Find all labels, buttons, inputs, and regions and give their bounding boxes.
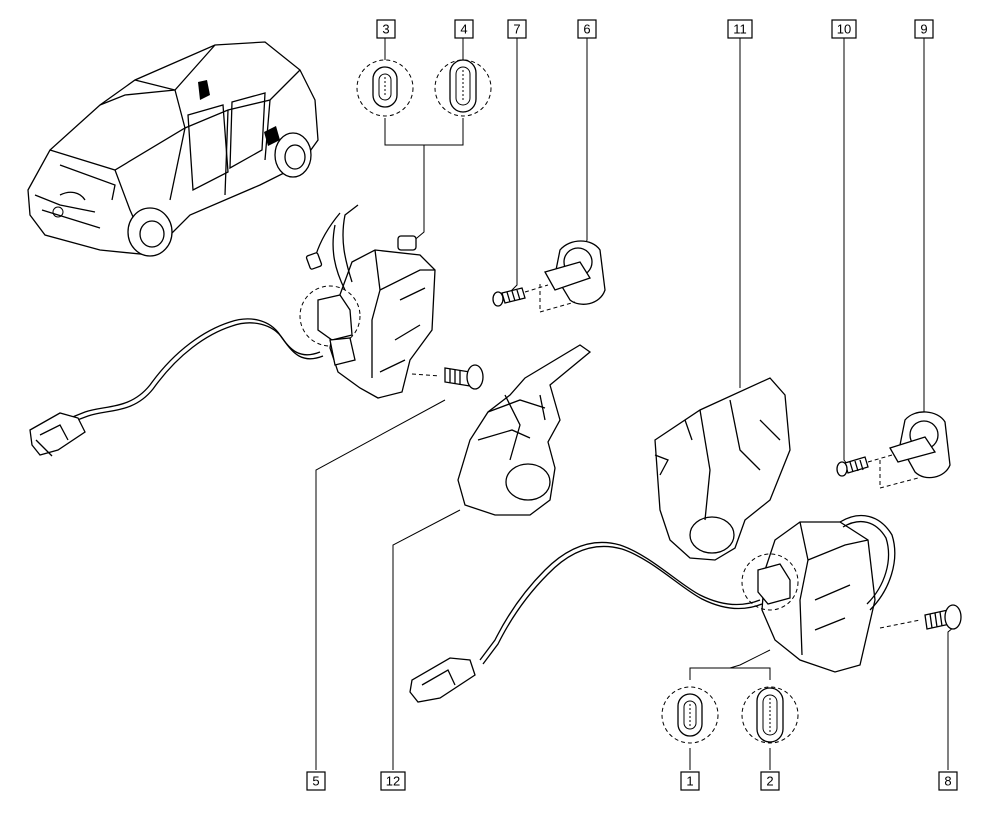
callout-3-label: 3 <box>382 22 389 37</box>
callout-10: 10 <box>831 19 857 39</box>
callout-5-label: 5 <box>312 774 319 789</box>
screw-7 <box>492 284 549 307</box>
striker-6 <box>539 240 606 313</box>
screw-5 <box>411 364 484 390</box>
callout-9-label: 9 <box>920 22 927 37</box>
callout-11-label: 11 <box>733 22 747 37</box>
connector-detail-4 <box>434 59 492 117</box>
striker-9 <box>879 411 951 489</box>
callout-4-label: 4 <box>460 22 467 37</box>
screw-10 <box>836 454 893 477</box>
callout-7: 7 <box>507 19 527 39</box>
upper-door-lock <box>299 204 436 399</box>
lower-door-lock <box>741 514 896 673</box>
callout-6: 6 <box>577 19 597 39</box>
car-illustration <box>27 41 319 257</box>
callout-8: 8 <box>938 771 958 791</box>
callout-2: 2 <box>760 771 780 791</box>
callout-1: 1 <box>680 771 700 791</box>
callout-4: 4 <box>454 19 474 39</box>
callout-3: 3 <box>376 19 396 39</box>
callout-1-label: 1 <box>686 774 693 789</box>
lower-lock-cable <box>409 541 763 703</box>
callout-11: 11 <box>727 19 753 39</box>
callout-6-label: 6 <box>583 22 590 37</box>
connector-detail-2 <box>741 686 799 744</box>
connector-detail-3 <box>356 59 414 117</box>
lock-cover-12 <box>457 344 592 516</box>
callout-5: 5 <box>306 771 326 791</box>
callout-2-label: 2 <box>766 774 773 789</box>
lock-cover-11 <box>654 377 791 561</box>
callout-10-label: 10 <box>837 22 851 37</box>
upper-lock-cable <box>29 318 324 457</box>
callout-9: 9 <box>914 19 934 39</box>
screw-8 <box>879 604 962 630</box>
leader-lines <box>315 38 961 770</box>
callout-12: 12 <box>380 771 406 791</box>
callout-7-label: 7 <box>513 22 520 37</box>
callout-12-label: 12 <box>386 774 400 789</box>
connector-detail-1 <box>661 686 719 744</box>
callout-8-label: 8 <box>944 774 951 789</box>
